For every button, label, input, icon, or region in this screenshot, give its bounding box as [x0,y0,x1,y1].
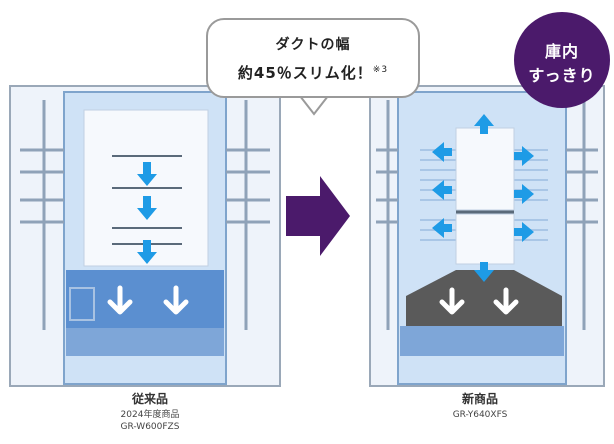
arrow-up [474,114,494,134]
callout-pointer [299,95,329,116]
new-duct-upper [455,127,515,211]
new-bottom-drawer [400,326,564,356]
old-lower-drawer [66,270,224,328]
arrow-down [474,262,494,282]
arrow-left [432,180,452,200]
old-side-shelves [20,100,270,330]
old-airflow-arrows [137,162,157,264]
arrow-down [439,287,465,315]
old-product-caption: 従来品 2024年度商品 GR-W600FZS [80,390,220,433]
arrow-left [432,218,452,238]
badge-line-1: 庫内 [544,42,579,61]
new-airflow-arrows [432,114,534,282]
right-arrow-icon [286,176,350,256]
arrow-left [432,142,452,162]
new-duct-lower [455,213,515,265]
badge-line-2: すっきり [528,66,596,85]
old-fridge [9,85,281,387]
old-bottom-drawer [66,328,224,356]
arrow-down [137,240,157,264]
arrow-right [514,146,534,166]
old-product-model: GR-W600FZS [120,422,180,432]
arrow-right [514,222,534,242]
arrow-down [137,162,157,186]
badge-circle: 庫内 すっきり [514,12,610,108]
old-drawer-handle [69,287,95,321]
callout-line-1: ダクトの幅 [275,37,351,53]
old-product-year: 2024年度商品 [120,410,180,420]
arrow-down [137,196,157,220]
callout-bubble: ダクトの幅 約45％スリム化！※3 [206,18,420,98]
footnote-mark: ※3 [372,65,389,75]
new-product-model: GR-Y640XFS [452,410,508,420]
arrow-down [107,285,133,315]
new-product-name: 新商品 [461,392,498,406]
new-lower-duct [406,270,562,326]
callout-line-2: 約45％スリム化！※3 [237,64,389,82]
new-side-shelves [376,100,598,330]
new-product-caption: 新商品 GR-Y640XFS [410,390,550,421]
arrow-right [514,184,534,204]
new-drawer-arrows [439,287,519,315]
new-fridge [369,85,605,387]
arrow-down [163,285,189,315]
old-product-name: 従来品 [131,392,168,406]
arrow-down [493,287,519,315]
old-drawer-arrows [107,285,189,315]
